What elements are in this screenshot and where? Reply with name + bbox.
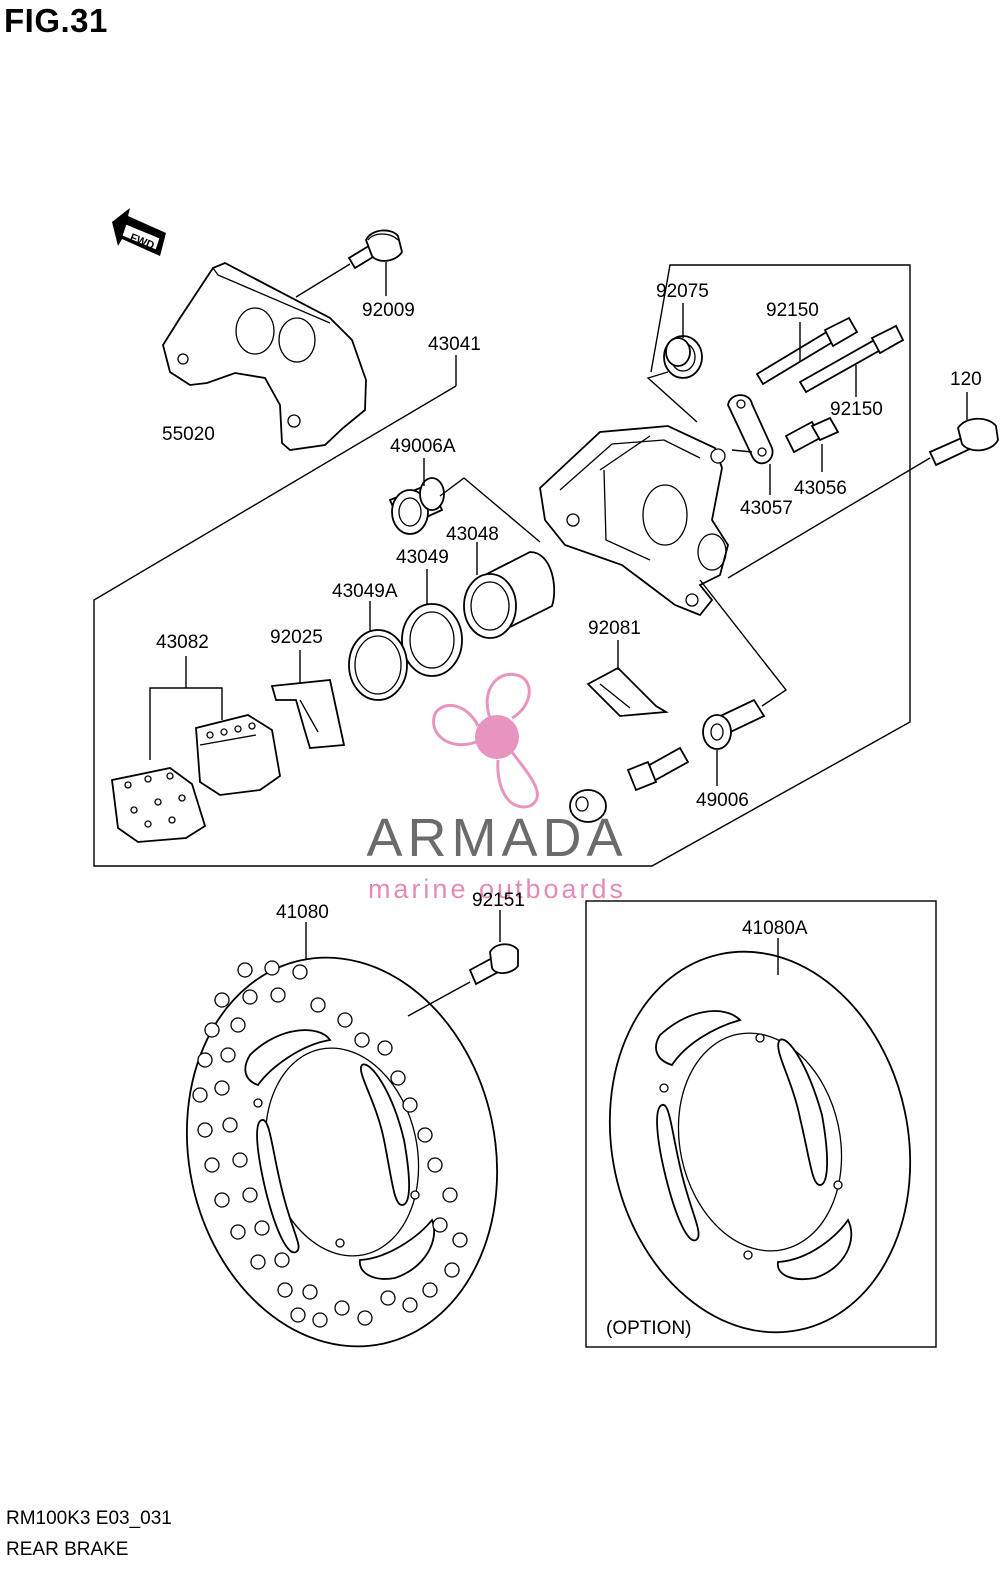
label-43049: 43049 — [396, 547, 449, 568]
option-label: (OPTION) — [606, 1318, 692, 1339]
seal-43049 — [401, 603, 463, 677]
brake-disc-41080 — [185, 956, 499, 1348]
label-43048: 43048 — [446, 524, 499, 545]
label-92009: 92009 — [362, 300, 415, 321]
spring-92081 — [586, 666, 669, 717]
label-92075: 92075 — [656, 281, 709, 302]
disc-vent-holes — [192, 960, 468, 1328]
label-92151: 92151 — [472, 890, 525, 911]
assembly-outline-43041 — [93, 264, 911, 867]
bracket-55020 — [162, 262, 367, 451]
seal-43049A — [348, 629, 408, 701]
figure-caption: REAR BRAKE — [6, 1539, 129, 1560]
piston-43048 — [463, 551, 556, 639]
label-49006: 49006 — [696, 790, 749, 811]
watermark-logo — [432, 672, 539, 809]
label-43056: 43056 — [794, 478, 847, 499]
fwd-arrow-icon: FWD — [112, 208, 166, 256]
figure-title: FIG.31 — [4, 2, 108, 39]
label-49006A: 49006A — [390, 436, 456, 457]
label-92081: 92081 — [588, 618, 641, 639]
label-43041: 43041 — [428, 334, 481, 355]
label-41080A: 41080A — [742, 918, 808, 939]
pads-43082 — [111, 714, 281, 843]
label-92150-upper: 92150 — [766, 300, 819, 321]
caliper-body — [539, 425, 729, 617]
label-43049A: 43049A — [332, 581, 398, 602]
brake-disc-41080A — [608, 950, 912, 1334]
label-43057: 43057 — [740, 498, 793, 519]
slide-pin — [626, 746, 690, 792]
option-box — [585, 900, 937, 1348]
bushing — [569, 789, 607, 823]
label-41080: 41080 — [276, 902, 329, 923]
label-55020: 55020 — [162, 424, 215, 445]
bleeder-43056 — [784, 416, 840, 454]
label-43082: 43082 — [156, 632, 209, 653]
spring-92025 — [270, 679, 346, 749]
label-120: 120 — [950, 369, 982, 390]
bolt-92151 — [468, 943, 519, 986]
pin-49006 — [702, 698, 766, 750]
bolt-92009 — [347, 229, 403, 270]
pin-92150-upper — [755, 316, 859, 386]
pin-92150-lower — [798, 324, 905, 394]
label-92025: 92025 — [270, 627, 323, 648]
bolt-120 — [928, 417, 999, 467]
watermark-tagline: marine outboards — [368, 874, 626, 904]
boot-92075 — [663, 335, 703, 379]
link-43057 — [727, 394, 774, 465]
label-92150-lower: 92150 — [830, 399, 883, 420]
figure-code: RM100K3 E03_031 — [6, 1508, 172, 1529]
seal-49006A — [388, 477, 445, 535]
watermark-brand: ARMADA — [366, 808, 627, 868]
